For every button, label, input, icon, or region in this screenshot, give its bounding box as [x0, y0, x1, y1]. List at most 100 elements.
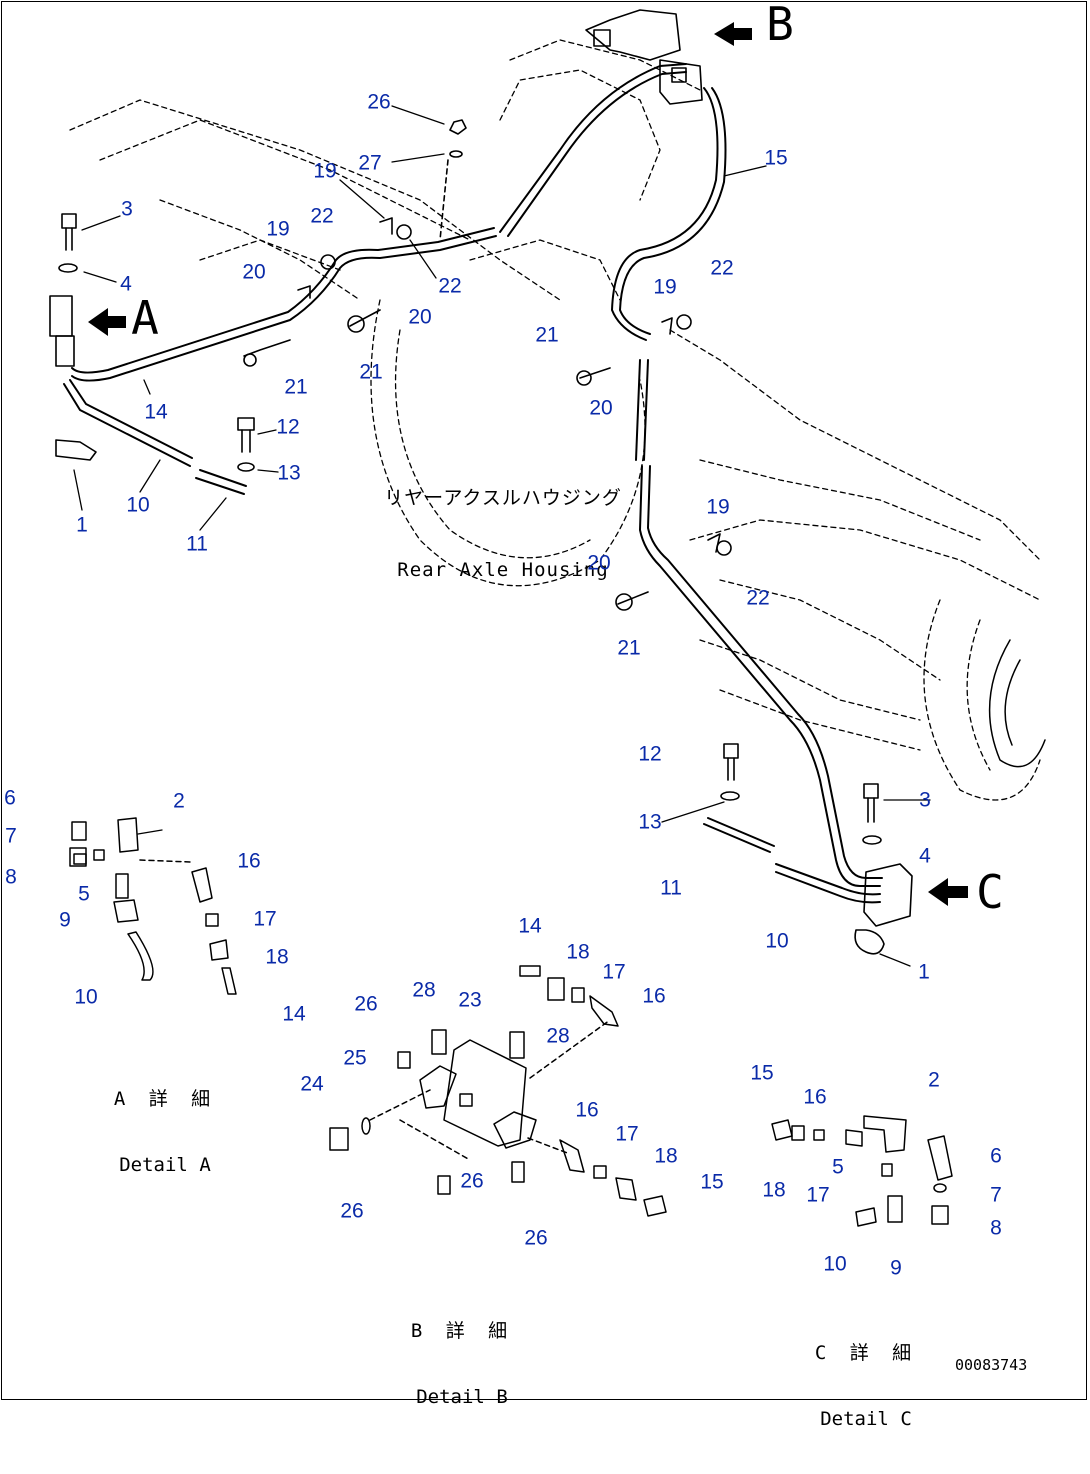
view-arrow-c: C — [976, 865, 1004, 919]
detail-a-caption-en: Detail A — [119, 1154, 211, 1176]
valve-right — [854, 863, 913, 955]
callout: 5 — [832, 1155, 844, 1179]
callout: 22 — [310, 204, 334, 228]
callout: 16 — [642, 984, 666, 1008]
callout: 9 — [59, 908, 71, 932]
housing-label-en: Rear Axle Housing — [397, 559, 609, 581]
callout: 22 — [746, 586, 770, 610]
view-arrow-b: B — [766, 0, 794, 51]
callout: 3 — [121, 197, 133, 221]
callout: 9 — [890, 1256, 902, 1280]
callout: 19 — [313, 159, 337, 183]
detail-b-parts — [329, 965, 667, 1217]
detail-c-caption: C 詳 細 Detail C — [815, 1298, 917, 1474]
callout: 17 — [615, 1122, 639, 1146]
valve-body-top — [585, 9, 703, 105]
callout: 7 — [5, 824, 17, 848]
callout: 21 — [617, 636, 641, 660]
callout: 23 — [458, 988, 482, 1012]
callout: 20 — [587, 551, 611, 575]
callout: 22 — [438, 274, 462, 298]
callout: 11 — [186, 532, 208, 556]
callout: 20 — [242, 260, 266, 284]
callout: 12 — [638, 742, 662, 766]
callout: 26 — [340, 1199, 364, 1223]
callout: 4 — [919, 844, 931, 868]
callout: 13 — [638, 810, 662, 834]
callout: 14 — [518, 914, 542, 938]
callout: 12 — [276, 415, 300, 439]
callout: 26 — [460, 1169, 484, 1193]
callout: 27 — [358, 151, 382, 175]
brake-tubes — [63, 63, 883, 904]
detail-a-caption-jp: A 詳 細 — [113, 1088, 217, 1110]
callout: 19 — [266, 217, 290, 241]
callout: 26 — [354, 992, 378, 1016]
callout: 20 — [408, 305, 432, 329]
callout: 26 — [367, 90, 391, 114]
callout: 10 — [126, 493, 150, 517]
document-number: 00083743 — [955, 1356, 1028, 1374]
fasteners — [58, 119, 882, 845]
callout: 1 — [76, 513, 88, 537]
housing-label-jp: リヤーアクスルハウジング — [384, 487, 622, 509]
callout: 18 — [566, 940, 590, 964]
callout: 2 — [173, 789, 185, 813]
callout: 5 — [78, 882, 90, 906]
callout: 19 — [706, 495, 730, 519]
callout: 17 — [806, 1183, 830, 1207]
callout: 7 — [990, 1183, 1002, 1207]
callout: 14 — [282, 1002, 306, 1026]
callout: 25 — [343, 1046, 367, 1070]
callout: 15 — [700, 1170, 724, 1194]
detail-a-caption: A 詳 細 Detail A — [114, 1044, 216, 1220]
callout: 19 — [653, 275, 677, 299]
detail-b-caption: B 詳 細 Detail B — [411, 1276, 513, 1452]
callout: 13 — [277, 461, 301, 485]
detail-c-caption-en: Detail C — [820, 1408, 912, 1430]
callout: 10 — [765, 929, 789, 953]
callout: 18 — [762, 1178, 786, 1202]
view-arrow-a: A — [131, 291, 159, 345]
callout: 28 — [546, 1024, 570, 1048]
callout: 11 — [660, 876, 682, 900]
detail-b-caption-jp: B 詳 細 — [410, 1320, 514, 1342]
callout: 16 — [237, 849, 261, 873]
callout: 17 — [253, 907, 277, 931]
callout: 10 — [823, 1252, 847, 1276]
callout: 21 — [284, 375, 308, 399]
callout: 4 — [120, 272, 132, 296]
callout: 10 — [74, 985, 98, 1009]
callout: 3 — [919, 788, 931, 812]
callout: 6 — [990, 1144, 1002, 1168]
callout: 14 — [144, 400, 168, 424]
callout: 17 — [602, 960, 626, 984]
parts-diagram: A B C リヤーアクスルハウジング Rear Axle Housing A 詳… — [1, 0, 1087, 1430]
callout: 21 — [359, 360, 383, 384]
callout: 2 — [928, 1068, 940, 1092]
callout: 8 — [5, 865, 17, 889]
rear-axle-housing-label: リヤーアクスルハウジング Rear Axle Housing — [384, 438, 622, 630]
callout: 6 — [4, 786, 16, 810]
callout: 15 — [750, 1061, 774, 1085]
callout: 28 — [412, 978, 436, 1002]
view-arrows — [88, 22, 968, 906]
callout: 1 — [918, 960, 930, 984]
callout: 8 — [990, 1216, 1002, 1240]
callout: 16 — [803, 1085, 827, 1109]
callout: 21 — [535, 323, 559, 347]
callout: 24 — [300, 1072, 324, 1096]
callout: 16 — [575, 1098, 599, 1122]
callout: 20 — [589, 396, 613, 420]
callout: 26 — [524, 1226, 548, 1250]
valve-left — [49, 295, 97, 461]
leader-lines — [73, 105, 931, 967]
callout: 18 — [654, 1144, 678, 1168]
detail-c-parts — [771, 1115, 953, 1227]
line-drawing — [49, 9, 1046, 1227]
detail-c-caption-jp: C 詳 細 — [814, 1342, 918, 1364]
callout: 15 — [764, 146, 788, 170]
wheel-hub — [988, 639, 1046, 768]
detail-a-parts — [69, 817, 237, 995]
machine-background — [69, 39, 1041, 801]
